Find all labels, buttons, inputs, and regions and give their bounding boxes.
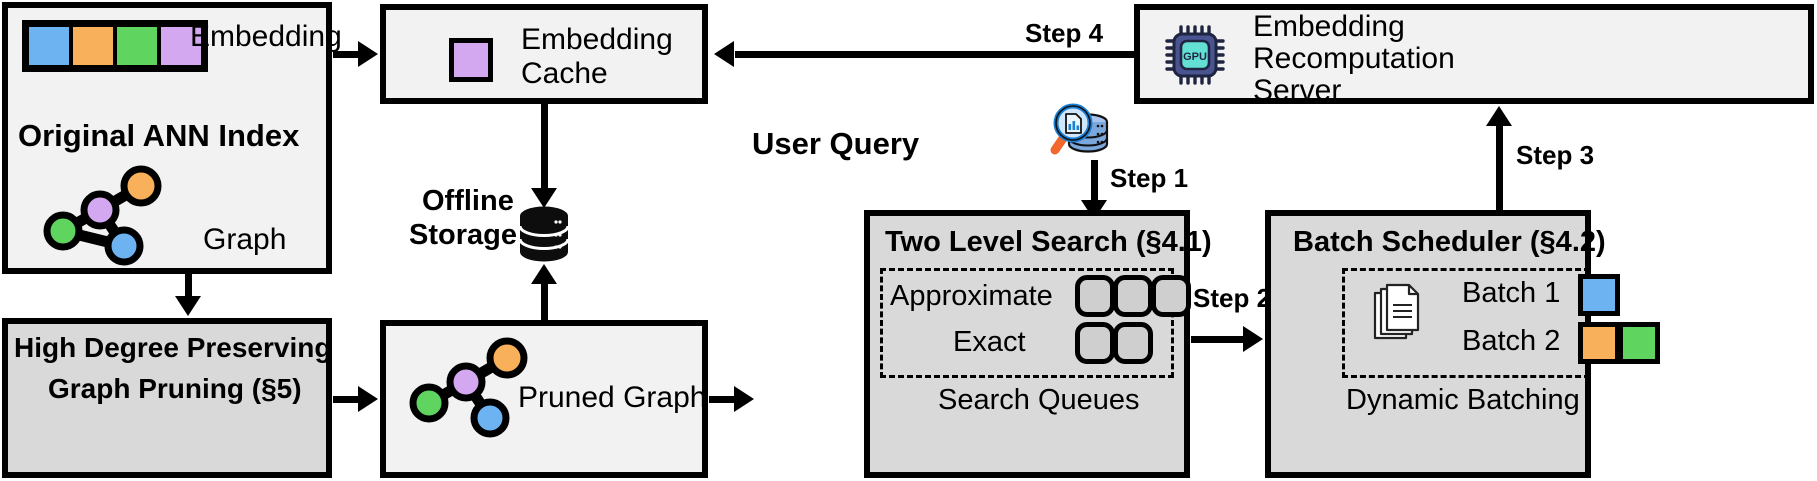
exact-row-label: Exact (953, 326, 1026, 358)
embedding-cell-orange (71, 25, 115, 67)
arrow-step1-line (1091, 160, 1098, 206)
graph-label: Graph (203, 223, 287, 256)
recomputation-server-line2: Recomputation (1253, 42, 1455, 75)
graph-pruning-line2: Graph Pruning (§5) (48, 373, 302, 404)
two-level-search-title: Two Level Search (§4.1) (885, 226, 1212, 258)
graph-pruning-line1: High Degree Preserving (14, 332, 332, 363)
batch-2-item-orange (1578, 322, 1620, 364)
batch-1-label: Batch 1 (1462, 277, 1561, 309)
batch-2-label: Batch 2 (1462, 325, 1561, 357)
arrow-pruned-to-search-line (709, 396, 737, 403)
exact-queue-slot-2[interactable] (1113, 322, 1153, 364)
arrow-index-to-pruning-line (185, 274, 192, 300)
original-graph-icon (43, 165, 162, 266)
arrow-step3-line (1496, 126, 1503, 212)
offline-storage-line1: Offline (422, 185, 514, 217)
embedding-cache-line1: Embedding (521, 23, 673, 56)
arrow-pruned-to-storage-line (541, 283, 548, 320)
approximate-queue-slot-1[interactable] (1075, 275, 1115, 317)
user-query-label: User Query (752, 126, 920, 161)
batch-scheduler-title: Batch Scheduler (§4.2) (1293, 226, 1606, 258)
embedding-cache-box (380, 4, 708, 104)
gpu-chip-icon: GPU (1165, 25, 1225, 85)
purple-square-icon (449, 38, 493, 82)
approximate-queue-slot-2[interactable] (1113, 275, 1153, 317)
original-ann-index-title: Original ANN Index (18, 118, 300, 153)
arrow-cache-to-storage-line (541, 104, 548, 192)
recomputation-server-line3: Server (1253, 74, 1342, 107)
step3-label: Step 3 (1516, 140, 1595, 170)
arrow-step4-head (714, 41, 734, 67)
batch-scheduler-box (1265, 210, 1591, 478)
arrow-pruning-to-pruned-head (358, 386, 378, 412)
step2-label: Step 2 (1193, 283, 1272, 313)
exact-queue-slot-1[interactable] (1075, 322, 1115, 364)
embedding-cell-purple (159, 25, 203, 67)
two-level-search-box (864, 210, 1190, 478)
step4-label: Step 4 (1025, 18, 1104, 48)
database-cylinder-icon (518, 206, 570, 262)
batch-1-item-blue (1578, 274, 1620, 316)
embedding-cache-line2: Cache (521, 57, 608, 90)
batch-2-item-green (1618, 322, 1660, 364)
search-queues-footer: Search Queues (938, 384, 1140, 416)
arrow-pruned-to-storage-head (531, 264, 557, 284)
dynamic-batching-footer: Dynamic Batching (1346, 384, 1580, 416)
embedding-cell-green (115, 25, 159, 67)
arrow-step3-head (1486, 106, 1512, 126)
arrow-step2-line (1191, 336, 1246, 343)
embedding-label: Embedding (190, 20, 342, 53)
offline-storage-line2: Storage (409, 219, 517, 251)
documents-stack-icon (1373, 283, 1420, 340)
search-queues-dashed-region (880, 268, 1174, 378)
pruned-graph-label: Pruned Graph (518, 381, 707, 414)
embedding-cell-blue (27, 25, 71, 67)
recomputation-server-line1: Embedding (1253, 10, 1405, 43)
arrow-index-to-cache-line (333, 51, 361, 58)
graph-pruning-box (2, 318, 332, 478)
pruned-graph-icon (409, 337, 528, 438)
arrow-index-to-cache-head (358, 41, 378, 67)
arrow-pruning-to-pruned-line (333, 396, 361, 403)
step1-label: Step 1 (1110, 163, 1189, 193)
approximate-queue-slot-3[interactable] (1151, 275, 1191, 317)
arrow-index-to-pruning-head (175, 296, 201, 316)
embedding-recomputation-server-box (1134, 4, 1814, 104)
arrow-step2-head (1243, 326, 1263, 352)
arrow-cache-to-storage-head (531, 188, 557, 208)
svg-text:GPU: GPU (1183, 51, 1207, 63)
arrow-pruned-to-search-head (734, 386, 754, 412)
embedding-strip (22, 20, 208, 72)
arrow-step4-line (735, 51, 1134, 58)
approximate-row-label: Approximate (890, 280, 1053, 312)
search-database-icon (1050, 103, 1109, 155)
